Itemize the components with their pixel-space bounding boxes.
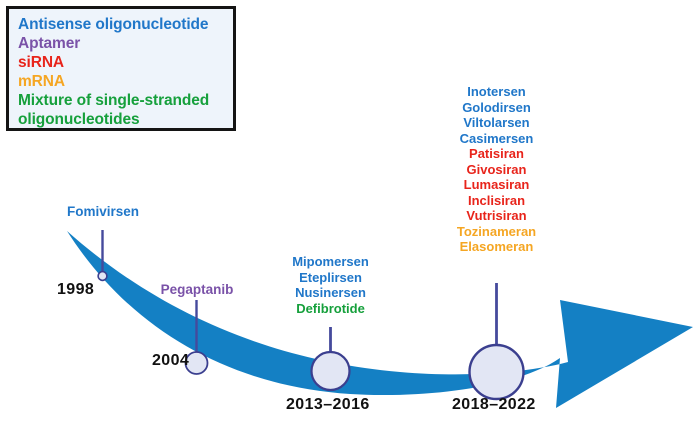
drug-name-elasomeran: Elasomeran xyxy=(459,239,534,254)
legend-item-sirna: siRNA xyxy=(18,54,65,71)
drug-name-vutrisiran: Vutrisiran xyxy=(466,208,527,223)
milestone-labels-2013-2016: Mipomersen Eteplirsen Nusinersen Defibro… xyxy=(265,254,396,316)
milestone-node-2013-2016[interactable] xyxy=(310,350,351,392)
drug-name-viltolarsen: Viltolarsen xyxy=(463,115,530,130)
drug-name-inclisiran: Inclisiran xyxy=(467,192,526,208)
drug-name-golodirsen: Golodirsen xyxy=(462,99,531,115)
drug-name-lumasiran: Lumasiran xyxy=(463,177,530,192)
timeline-arrow-body xyxy=(67,231,693,408)
drug-name-inotersen: Inotersen xyxy=(467,84,526,99)
milestone-node-2004[interactable] xyxy=(184,351,209,375)
year-label-2004: 2004 xyxy=(152,352,190,369)
milestone-labels-2004: Pegaptanib xyxy=(137,282,257,298)
drug-name-givosiran: Givosiran xyxy=(466,161,527,177)
legend-item-mixture-line-1: Mixture of single-stranded xyxy=(18,92,210,109)
year-label-2013-2016: 2013–2016 xyxy=(286,396,370,413)
drug-name-eteplirsen: Eteplirsen xyxy=(299,269,362,285)
drug-name-mipomersen: Mipomersen xyxy=(292,254,369,269)
legend-item-mixture-line-2: oligonucleotides xyxy=(18,111,140,128)
year-label-1998: 1998 xyxy=(57,281,95,298)
drug-name-defibrotide: Defibrotide xyxy=(296,300,365,316)
milestone-labels-1998: Fomivirsen xyxy=(42,204,164,220)
year-label-2018-2022: 2018–2022 xyxy=(452,396,536,413)
legend-item-mrna: mRNA xyxy=(18,73,65,90)
drug-name-pegaptanib: Pegaptanib xyxy=(160,282,234,297)
milestone-node-1998[interactable] xyxy=(97,270,108,282)
drug-name-tozinameran: Tozinameran xyxy=(456,223,537,239)
drug-name-fomivirsen: Fomivirsen xyxy=(66,204,140,219)
drug-name-casimersen: Casimersen xyxy=(459,130,534,146)
legend-item-aptamer: Aptamer xyxy=(18,35,81,52)
legend-box: Antisense oligonucleotide Aptamer siRNA … xyxy=(6,6,236,131)
drug-name-nusinersen: Nusinersen xyxy=(295,285,366,300)
drug-name-patisiran: Patisiran xyxy=(469,146,524,161)
legend-item-antisense-oligonucleotide: Antisense oligonucleotide xyxy=(18,16,209,33)
milestone-node-2018-2022[interactable] xyxy=(468,343,525,401)
milestone-labels-2018-2022: Inotersen Golodirsen Viltolarsen Casimer… xyxy=(431,84,562,255)
